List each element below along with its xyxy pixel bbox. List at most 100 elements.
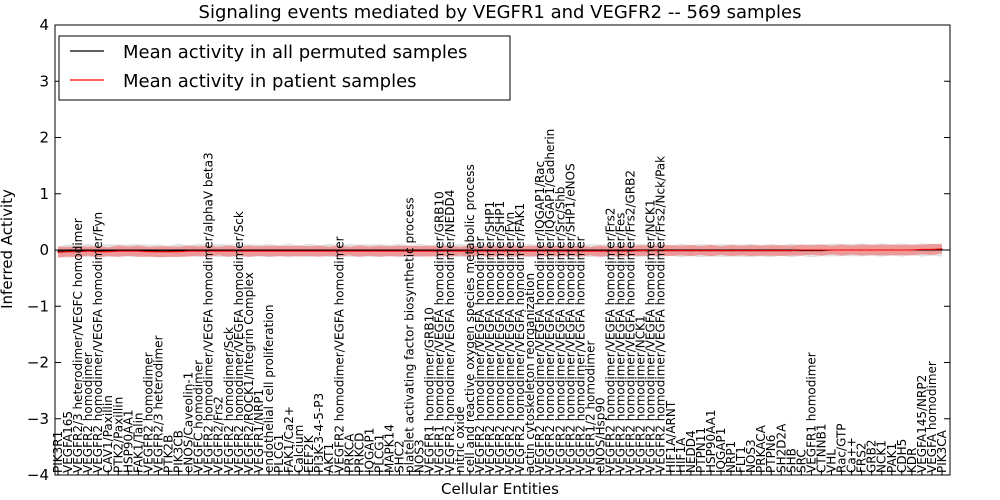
- x-tick-label: VEGFA145/NRP2: [915, 375, 929, 473]
- x-tick-label: VEGFR2 homodimer/VEGFA homodimer/Fyn: [91, 212, 105, 473]
- series-1-point: [378, 250, 381, 252]
- x-tick-label: VEGFR2/ROCK1/Integrin Complex: [242, 272, 256, 473]
- series-1-point: [891, 249, 893, 251]
- series-1-point: [750, 250, 752, 252]
- series-1-point: [328, 250, 330, 252]
- series-1-point: [710, 250, 712, 252]
- x-tick-label: VEGFR1/NRP1: [252, 389, 266, 473]
- x-tick-label: VEGFR2 homodimer/VEGFA homodimer/SHP1: [493, 201, 507, 473]
- series-1-point: [609, 250, 612, 252]
- series-1-point: [268, 250, 270, 252]
- x-tick-label: VEGFR2 homodimer/VEGFA homodimer: [332, 236, 346, 473]
- series-1-point: [288, 250, 290, 252]
- y-tick-label: 4: [39, 16, 49, 34]
- series-1-point: [569, 250, 571, 252]
- x-tick-label: EEF2K: [302, 434, 316, 473]
- series-1-point: [519, 250, 521, 252]
- series-1-point: [208, 250, 210, 252]
- x-tick-label: IQGAP1: [362, 428, 376, 473]
- x-tick-label: VEGFR1/2 homodimer: [583, 341, 597, 473]
- series-1-point: [740, 250, 742, 252]
- x-tick-label: endothelial cell proliferation: [262, 305, 276, 473]
- x-tick-label: NOS3: [413, 439, 427, 473]
- x-axis-label: Cellular Entities: [441, 480, 559, 498]
- x-tick-label: VEGFR2/3 heterodimer/VEGFC homodimer: [71, 218, 85, 473]
- y-tick-label: −4: [27, 466, 49, 484]
- series-1-point: [539, 250, 541, 252]
- x-tick-label: VEGFR2 homodimer/VEGFA homodimer/Src/Shb: [553, 187, 567, 473]
- series-1-point: [760, 250, 762, 252]
- series-1-point: [630, 250, 632, 252]
- series-1-point: [680, 250, 682, 252]
- series-1-point: [368, 250, 370, 252]
- x-tick-label: HSP90AA1: [121, 409, 135, 473]
- series-1-point: [579, 250, 582, 252]
- series-1-point: [318, 250, 320, 252]
- x-tick-label: HIF1A/ARNT: [664, 400, 678, 473]
- series-1-point: [599, 250, 602, 252]
- series-1-point: [619, 250, 622, 252]
- x-tick-label: VEGFR2 homodimer/VEGFA homodimer/SHP1/eN…: [563, 163, 577, 473]
- legend-label-permuted: Mean activity in all permuted samples: [123, 42, 467, 63]
- x-tick-label: VEGFR2 homodimer/VEGFA homodimer/Frs2/GR…: [624, 170, 638, 473]
- x-tick-label: PLCG1: [373, 434, 387, 473]
- x-tick-label: VEGFR1 homodimer/GRB10: [423, 307, 437, 473]
- x-tick-label: VEGFR1 homodimer: [804, 352, 818, 473]
- x-tick-label: Calcium: [292, 425, 306, 473]
- x-tick-label: VEGFR2 homodimer/Sck: [222, 327, 236, 473]
- series-1-point: [137, 250, 139, 252]
- x-tick-label: VEGFR2 homodimer/VEGFA homodimer/SHP1: [483, 201, 497, 473]
- series-1-point: [248, 250, 250, 252]
- x-tick-label: VEGFR2 homodimer: [141, 352, 155, 473]
- legend-label-patient: Mean activity in patient samples: [123, 71, 417, 92]
- x-tick-label: VEGFR2/Frs2: [212, 396, 226, 473]
- x-tick-label: VHL: [825, 449, 839, 473]
- x-tick-label: VEGFR2 homodimer/VEGFA homodimer/Fes: [614, 212, 628, 473]
- series-1-point: [851, 249, 853, 251]
- series-1-point: [820, 249, 823, 251]
- x-tick-label: PLCG1: [272, 434, 286, 473]
- x-tick-label: NCK1: [875, 440, 889, 473]
- x-tick-label: VEGFA homodimer: [925, 361, 939, 473]
- series-1-point: [921, 248, 923, 250]
- x-tick-label: VEGFR2 homodimer/VEGFA homodimer/Sck: [232, 211, 246, 473]
- series-0-point: [77, 250, 79, 252]
- series-1-point: [690, 250, 692, 252]
- x-tick-label: CDH5: [895, 439, 909, 473]
- series-1-point: [840, 249, 843, 251]
- series-1-point: [398, 250, 401, 252]
- plot-frame: [54, 24, 951, 476]
- series-1-point: [107, 251, 109, 253]
- series-1-point: [77, 251, 79, 253]
- series-1-point: [157, 251, 160, 253]
- series-1-point: [780, 250, 782, 252]
- series-1-point: [228, 250, 230, 252]
- x-tick-label: VEGFR2 homodimer/VEGFA homodimer/FAK1: [513, 203, 527, 473]
- x-tick-label: PTPN11: [694, 427, 708, 473]
- x-tick-label: actin cytoskeleton reorganization: [523, 273, 537, 473]
- x-tick-label: PI3K-3-4-5-P3: [312, 393, 326, 473]
- x-tick-label: VEGFR2 homodimer/VEGFA homodimer/Fyn: [503, 212, 517, 473]
- x-tick-label: PAK1: [885, 443, 899, 473]
- series-1-point: [127, 250, 129, 252]
- x-tick-label: KDR: [905, 448, 919, 473]
- series-1-point: [589, 250, 592, 252]
- series-1-point: [388, 250, 391, 252]
- x-tick-label: AKT1: [322, 443, 336, 473]
- x-tick-label: VEGFR2 homodimer/VEGFA homodimer/IQGAP1/…: [533, 161, 547, 473]
- x-tick-label: VEGFR2 homodimer/VEGFA homodimer: [473, 236, 487, 473]
- series-1-point: [509, 250, 511, 252]
- x-tick-label: cell and reactive oxygen species metabol…: [463, 164, 477, 473]
- x-tick-label: FAK1/Talin: [131, 412, 145, 473]
- series-1-point: [97, 251, 99, 253]
- x-tick-label: IQGAP1: [714, 428, 728, 473]
- x-tick-label: VEGFR2 homodimer: [81, 352, 95, 473]
- x-tick-label: eNOS/Caveolin-1: [182, 372, 196, 473]
- x-tick-label: NOS3: [744, 439, 758, 473]
- x-tick-label: CTNNB1: [815, 423, 829, 473]
- x-tick-label: VEGFR2 homodimer/NCK1: [634, 315, 648, 473]
- legend-box: [58, 35, 511, 101]
- series-1-point: [881, 249, 883, 251]
- series-1-point: [790, 250, 792, 252]
- series-1-point: [871, 249, 873, 251]
